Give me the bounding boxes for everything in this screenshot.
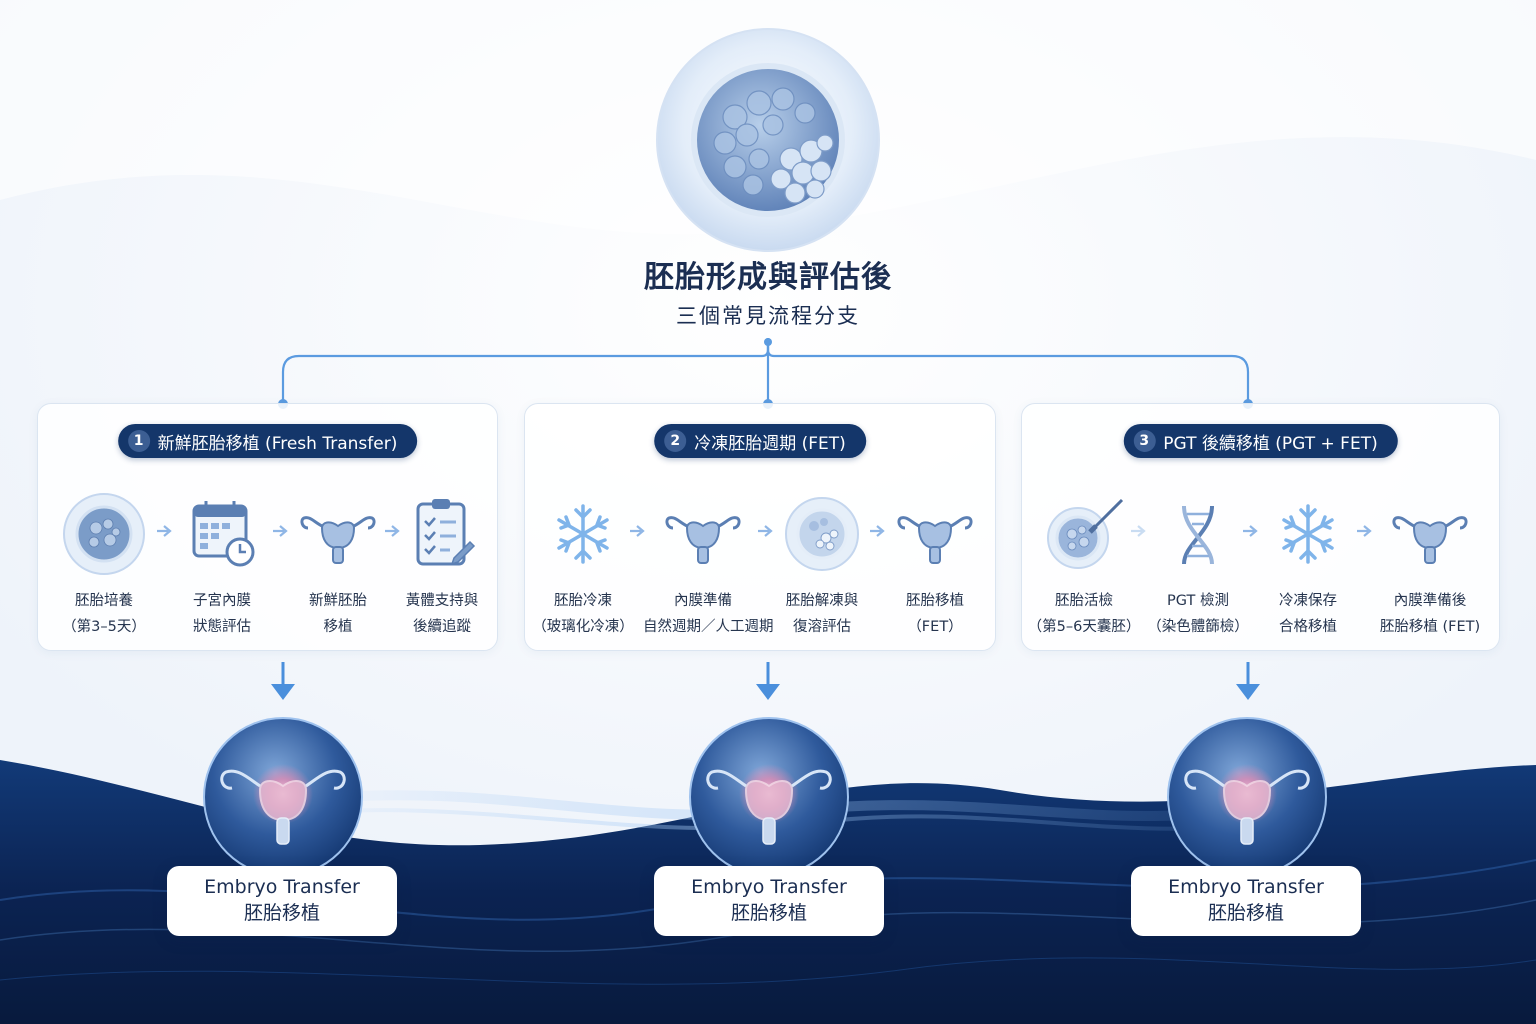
branch-number: 3 bbox=[1133, 430, 1156, 452]
step-endometrium-prep: 內膜準備自然週期／人工週期 bbox=[643, 492, 774, 640]
step-label-line2: （第3–5天） bbox=[62, 619, 146, 635]
glowing-uterus-icon bbox=[689, 717, 849, 877]
branch-panel-pgt: 3 PGT 後續移植 (PGT + FET) 胚胎活檢 （第5–6天囊胚） PGT… bbox=[1021, 403, 1500, 651]
step-label-line1: 黃體支持與 bbox=[405, 593, 479, 609]
branch-title: 新鮮胚胎移植 (Fresh Transfer) bbox=[157, 433, 398, 454]
uterus-icon bbox=[1392, 516, 1468, 564]
arrow-right-icon bbox=[1131, 525, 1146, 537]
uterus-icon bbox=[665, 516, 741, 564]
embryo-culture-icon bbox=[63, 493, 145, 575]
arrow-right-icon bbox=[385, 525, 400, 537]
step-pgt-testing: PGT 檢測 （染色體篩檢） bbox=[1138, 492, 1258, 640]
step-label-line1: 胚胎培養 bbox=[75, 593, 133, 609]
arrow-right-icon bbox=[157, 525, 172, 537]
step-label-line2: （玻璃化冷凍） bbox=[532, 619, 634, 635]
step-fresh-transfer: 新鮮胚胎移植 bbox=[278, 492, 398, 640]
step-pgt-transfer: 內膜準備後胚胎移植 (FET) bbox=[1370, 492, 1490, 640]
step-label-line1: 胚胎活檢 bbox=[1055, 593, 1113, 609]
arrow-right-icon bbox=[1357, 525, 1372, 537]
step-label-line1: 新鮮胚胎 bbox=[309, 593, 367, 609]
embryo-biopsy-icon bbox=[1047, 498, 1124, 569]
step-cryopreservation: 冷凍保存合格移植 bbox=[1248, 492, 1368, 640]
uterus-icon bbox=[897, 516, 973, 564]
clipboard-checklist-icon bbox=[416, 499, 476, 566]
result-label-zh: 胚胎移植 bbox=[730, 902, 807, 924]
uterus-icon bbox=[300, 516, 376, 564]
step-endometrium-assessment: 子宮內膜狀態評估 bbox=[162, 492, 282, 640]
branch-panel-fet: 2 冷凍胚胎週期 (FET) 胚胎冷凍（玻璃化冷凍） 內膜準備自 bbox=[524, 403, 996, 651]
branch-title: 冷凍胚胎週期 (FET) bbox=[694, 433, 846, 454]
page-subtitle: 三個常見流程分支 bbox=[676, 304, 860, 328]
step-label-line1: 胚胎解凍與 bbox=[785, 593, 859, 609]
step-label-line2: 自然週期／人工週期 bbox=[643, 619, 774, 635]
result-card-fet: Embryo Transfer 胚胎移植 bbox=[654, 866, 884, 936]
arrow-right-icon bbox=[1243, 525, 1258, 537]
step-label-line2: 狀態評估 bbox=[193, 619, 251, 635]
snowflake-icon bbox=[557, 504, 609, 564]
step-label-line2: （染色體篩檢） bbox=[1147, 619, 1249, 635]
branch-number: 2 bbox=[664, 430, 687, 452]
thawed-embryo-icon bbox=[785, 497, 859, 571]
step-embryo-biopsy: 胚胎活檢 （第5–6天囊胚） bbox=[1024, 492, 1144, 640]
result-label-en: Embryo Transfer bbox=[204, 876, 360, 898]
result-card-pgt: Embryo Transfer 胚胎移植 bbox=[1131, 866, 1361, 936]
page-title: 胚胎形成與評估後 bbox=[644, 260, 892, 295]
glowing-uterus-icon bbox=[203, 717, 363, 877]
arrow-right-icon bbox=[758, 525, 773, 537]
snowflake-icon bbox=[1282, 504, 1334, 564]
branch-title-pill: 1 新鮮胚胎移植 (Fresh Transfer) bbox=[117, 424, 418, 458]
result-label-zh: 胚胎移植 bbox=[1207, 902, 1284, 924]
branch-panel-fresh: 1 新鮮胚胎移植 (Fresh Transfer) 胚胎培養 （第3–5天） 子宮… bbox=[37, 403, 498, 651]
step-label-line1: 子宮內膜 bbox=[193, 593, 251, 609]
step-label-line1: 內膜準備後 bbox=[1393, 593, 1467, 609]
step-label-line2: 移植 bbox=[323, 619, 353, 635]
glowing-uterus-icon bbox=[1167, 717, 1327, 877]
result-card-fresh: Embryo Transfer 胚胎移植 bbox=[167, 866, 397, 936]
branch-title-pill: 2 冷凍胚胎週期 (FET) bbox=[654, 424, 866, 458]
branch-title: PGT 後續移植 (PGT + FET) bbox=[1163, 433, 1378, 454]
step-thaw-assessment: 胚胎解凍與復溶評估 bbox=[762, 492, 882, 640]
step-label-line2: 後續追蹤 bbox=[413, 619, 471, 635]
calendar-clock-icon bbox=[192, 501, 255, 567]
arrow-right-icon bbox=[870, 525, 885, 537]
step-embryo-culture: 胚胎培養 （第3–5天） bbox=[44, 492, 164, 640]
step-embryo-freezing: 胚胎冷凍 （玻璃化冷凍） bbox=[523, 492, 643, 640]
branch-number: 1 bbox=[127, 430, 150, 452]
step-luteal-support: 黃體支持與後續追蹤 bbox=[382, 492, 502, 640]
step-label-line1: 胚胎移植 bbox=[906, 593, 964, 609]
step-label-line1: 內膜準備 bbox=[674, 593, 732, 609]
result-label-en: Embryo Transfer bbox=[1168, 876, 1324, 898]
dna-icon bbox=[1182, 505, 1214, 565]
step-fet-transfer: 胚胎移植 （FET） bbox=[875, 492, 995, 640]
step-label-line1: PGT 檢測 bbox=[1167, 593, 1229, 609]
step-label-line2: （FET） bbox=[907, 619, 963, 635]
arrow-right-icon bbox=[630, 525, 645, 537]
step-label-line1: 冷凍保存 bbox=[1279, 593, 1337, 609]
blastocyst-icon bbox=[656, 28, 880, 252]
step-label-line2: （第5–6天囊胚） bbox=[1027, 619, 1141, 635]
step-label-line1: 胚胎冷凍 bbox=[554, 593, 612, 609]
step-label-line2: 合格移植 bbox=[1279, 619, 1337, 635]
branch-title-pill: 3 PGT 後續移植 (PGT + FET) bbox=[1123, 424, 1398, 458]
arrow-right-icon bbox=[273, 525, 288, 537]
step-label-line2: 復溶評估 bbox=[793, 619, 851, 635]
result-label-zh: 胚胎移植 bbox=[243, 902, 320, 924]
step-label-line2: 胚胎移植 (FET) bbox=[1379, 619, 1481, 635]
result-label-en: Embryo Transfer bbox=[691, 876, 847, 898]
